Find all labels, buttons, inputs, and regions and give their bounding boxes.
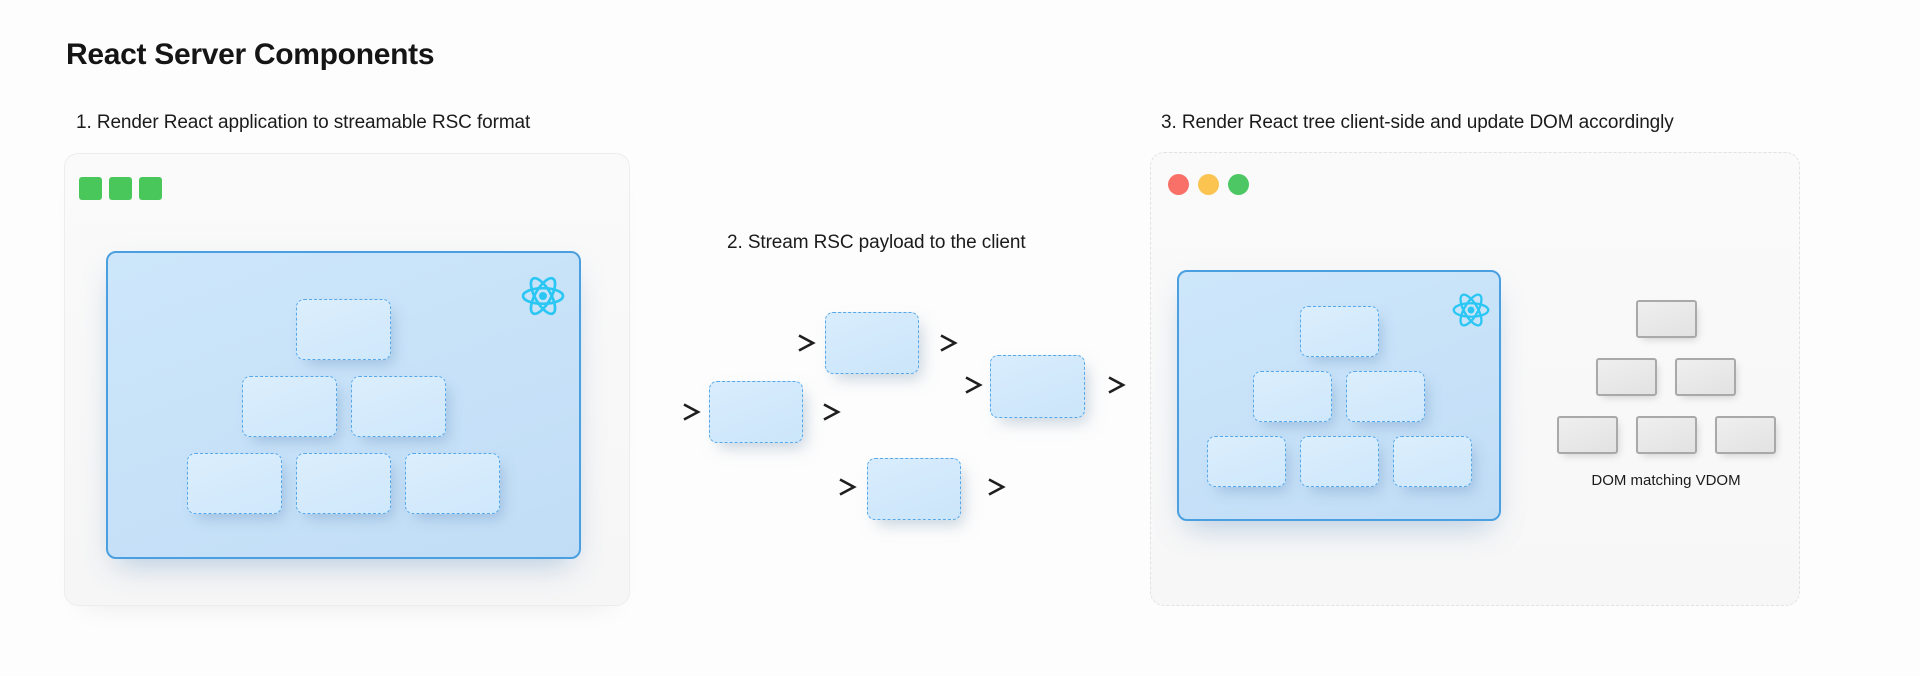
vdom-component-box	[405, 453, 500, 514]
stream-arrow-icon	[1093, 376, 1126, 394]
tree-row	[1635, 300, 1697, 338]
tree-row	[1206, 436, 1472, 487]
window-square-icon	[139, 177, 162, 200]
dom-node-box	[1635, 300, 1697, 338]
tree-row	[187, 453, 500, 514]
dom-matching-vdom-label: DOM matching VDOM	[1591, 472, 1741, 489]
client-window-controls	[1168, 174, 1249, 195]
vdom-component-box	[241, 376, 337, 437]
traffic-light-red-icon	[1168, 174, 1189, 195]
vdom-component-box	[1299, 306, 1379, 357]
stream-arrow-icon	[821, 478, 857, 496]
client-vdom-tree	[1179, 306, 1499, 487]
vdom-component-box	[1299, 436, 1379, 487]
dom-node-box	[1635, 416, 1697, 454]
stream-arrow-icon	[751, 334, 816, 352]
server-window-card	[64, 153, 630, 606]
server-vdom-tree	[108, 299, 579, 514]
client-react-tree-panel	[1177, 270, 1501, 521]
stream-arrow-icon	[949, 376, 983, 394]
vdom-component-box	[1346, 371, 1425, 422]
rsc-payload-chunk	[867, 458, 961, 520]
client-dom-tree	[1553, 300, 1779, 454]
react-logo-icon	[1452, 293, 1490, 327]
vdom-component-box	[296, 299, 391, 360]
step-2-label: 2. Stream RSC payload to the client	[727, 232, 1026, 253]
tree-row	[1556, 416, 1776, 454]
rsc-payload-chunk	[825, 312, 919, 374]
server-react-tree-panel	[106, 251, 581, 559]
vdom-component-box	[187, 453, 282, 514]
dom-node-box	[1714, 416, 1776, 454]
server-window-controls	[79, 177, 162, 200]
rsc-payload-chunk	[990, 355, 1085, 418]
tree-row	[241, 376, 446, 437]
vdom-component-box	[1253, 371, 1332, 422]
vdom-component-box	[350, 376, 446, 437]
step-1-label: 1. Render React application to streamabl…	[76, 112, 531, 133]
stream-arrow-icon	[923, 334, 958, 352]
vdom-component-box	[296, 453, 391, 514]
dom-node-box	[1675, 358, 1736, 396]
rsc-payload-chunk	[709, 381, 803, 443]
traffic-light-yellow-icon	[1198, 174, 1219, 195]
vdom-component-box	[1392, 436, 1472, 487]
stream-arrow-icon	[659, 403, 701, 421]
tree-row	[296, 299, 391, 360]
stream-arrow-icon	[969, 478, 1006, 496]
dom-node-box	[1556, 416, 1618, 454]
tree-row	[1253, 371, 1425, 422]
dom-node-box	[1596, 358, 1657, 396]
vdom-component-box	[1206, 436, 1286, 487]
tree-row	[1596, 358, 1736, 396]
client-window-card	[1150, 152, 1800, 606]
traffic-light-green-icon	[1228, 174, 1249, 195]
window-square-icon	[109, 177, 132, 200]
stream-arrow-icon	[807, 403, 841, 421]
step-3-label: 3. Render React tree client-side and upd…	[1161, 112, 1674, 133]
page-title: React Server Components	[66, 38, 435, 71]
tree-row	[1299, 306, 1379, 357]
window-square-icon	[79, 177, 102, 200]
react-logo-icon	[521, 276, 565, 316]
